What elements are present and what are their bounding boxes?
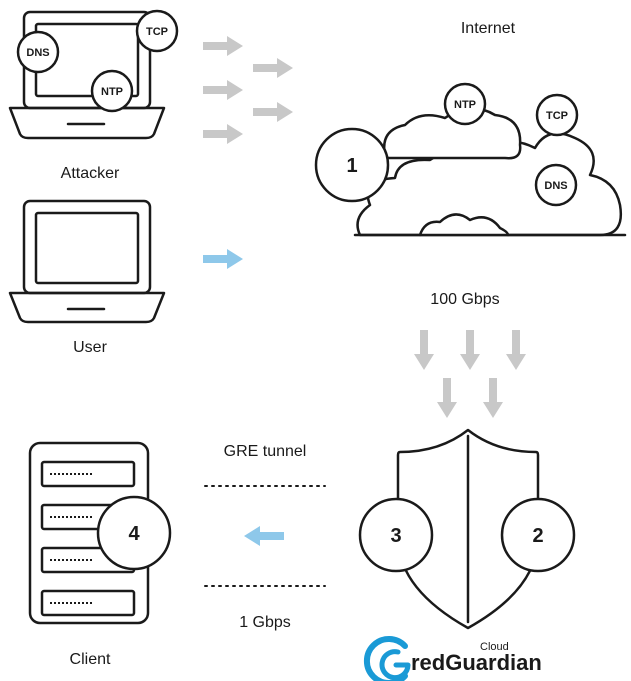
down-arrow-icon [460,330,480,370]
attack-arrow-icon [253,58,293,78]
svg-text:2: 2 [532,525,543,547]
attack-traffic-arrows [203,36,293,144]
step-2-badge: 2 [500,497,576,573]
svg-text:1: 1 [346,155,357,177]
logo-brand-text: redGuardian [411,650,542,675]
attack-arrow-icon [203,80,243,100]
cloud-tcp-badge: TCP [535,93,579,137]
client-label: Client [70,651,111,668]
attack-arrow-icon [203,36,243,56]
attacker-tcp-badge: TCP [135,9,179,53]
svg-text:4: 4 [128,523,140,545]
svg-text:DNS: DNS [544,180,567,192]
svg-text:NTP: NTP [454,99,476,111]
redguardian-mark-icon [363,636,411,681]
cloud-ntp-badge: NTP [443,82,487,126]
redguardian-logo: Cloud redGuardian [363,636,542,681]
attacker-ntp-badge: NTP [90,69,134,113]
down-arrow-icon [483,378,503,418]
down-arrow-icon [506,330,526,370]
step-3-badge: 3 [358,497,434,573]
bandwidth-in-label: 100 Gbps [430,291,499,308]
down-arrow-icon [437,378,457,418]
gre-tunnel-label: GRE tunnel [224,443,307,460]
user-traffic-arrow-icon [203,249,243,269]
svg-text:3: 3 [390,525,401,547]
step-4-badge: 4 [96,495,172,571]
attack-arrow-icon [203,124,243,144]
user-label: User [73,339,107,356]
logo-cloud-text: Cloud [480,641,509,653]
clean-traffic-arrow-icon [244,526,284,546]
shield-icon [396,428,540,630]
svg-text:DNS: DNS [26,47,49,59]
svg-text:TCP: TCP [146,26,168,38]
scrubbing-inbound-arrows [414,330,526,418]
attacker-dns-badge: DNS [16,30,60,74]
attacker-label: Attacker [61,165,120,182]
user-laptop-icon [8,199,166,324]
step-1-badge: 1 [314,127,390,203]
svg-text:TCP: TCP [546,110,568,122]
svg-text:NTP: NTP [101,86,123,98]
down-arrow-icon [414,330,434,370]
internet-cloud-icon [353,107,627,237]
bandwidth-out-label: 1 Gbps [239,614,291,631]
internet-label: Internet [461,20,516,37]
attacker-laptop-icon [8,10,166,140]
cloud-dns-badge: DNS [534,163,578,207]
attack-arrow-icon [253,102,293,122]
